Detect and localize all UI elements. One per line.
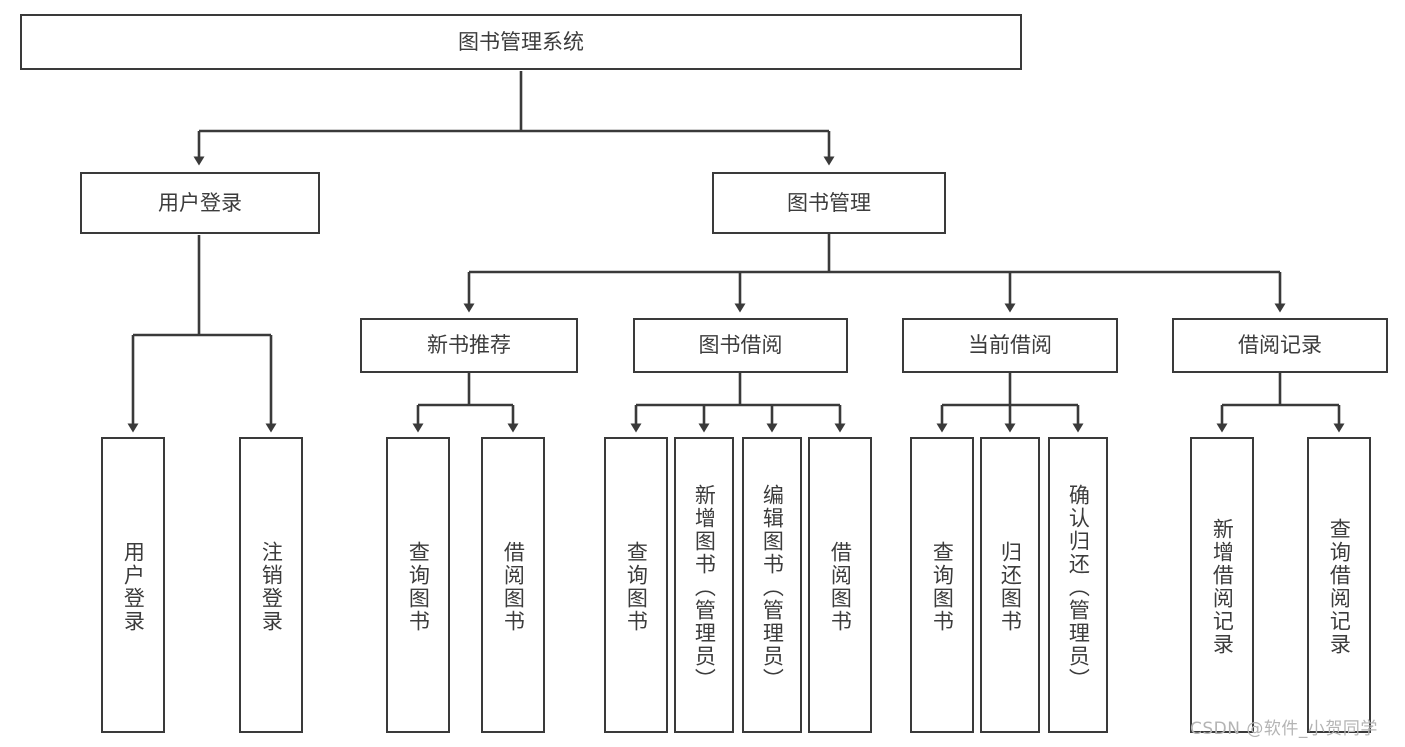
node-book-borrow[interactable]: 图书借阅 bbox=[633, 318, 848, 373]
node-leaf-borrow-book-2-label: 借阅图书 bbox=[828, 541, 853, 633]
node-leaf-confirm-return-label: 确认归还（管理员） bbox=[1066, 483, 1091, 691]
node-book-borrow-label: 图书借阅 bbox=[698, 333, 783, 358]
node-leaf-logout[interactable]: 注销登录 bbox=[239, 437, 303, 733]
node-leaf-query-book-2-label: 查询图书 bbox=[624, 541, 649, 633]
node-new-book-recommend[interactable]: 新书推荐 bbox=[360, 318, 578, 373]
node-leaf-confirm-return[interactable]: 确认归还（管理员） bbox=[1048, 437, 1108, 733]
node-leaf-add-book-label: 新增图书（管理员） bbox=[692, 483, 717, 691]
node-leaf-return-book-label: 归还图书 bbox=[998, 541, 1023, 633]
node-leaf-borrow-book-2[interactable]: 借阅图书 bbox=[808, 437, 872, 733]
node-leaf-edit-book[interactable]: 编辑图书（管理员） bbox=[742, 437, 802, 733]
node-leaf-add-record-label: 新增借阅记录 bbox=[1210, 518, 1235, 656]
node-leaf-logout-label: 注销登录 bbox=[259, 541, 284, 633]
node-leaf-user-login-label: 用户登录 bbox=[121, 541, 146, 633]
node-root[interactable]: 图书管理系统 bbox=[20, 14, 1022, 70]
node-leaf-query-book-2[interactable]: 查询图书 bbox=[604, 437, 668, 733]
node-leaf-return-book[interactable]: 归还图书 bbox=[980, 437, 1040, 733]
node-root-label: 图书管理系统 bbox=[458, 29, 584, 54]
node-borrow-record-label: 借阅记录 bbox=[1238, 333, 1322, 358]
node-book-manage[interactable]: 图书管理 bbox=[712, 172, 946, 234]
node-current-borrow[interactable]: 当前借阅 bbox=[902, 318, 1118, 373]
node-current-borrow-label: 当前借阅 bbox=[968, 333, 1052, 358]
node-leaf-query-book-1-label: 查询图书 bbox=[406, 541, 431, 633]
csdn-watermark: CSDN @软件_小贺同学 bbox=[1190, 719, 1378, 739]
node-leaf-user-login[interactable]: 用户登录 bbox=[101, 437, 165, 733]
node-leaf-query-book-3-label: 查询图书 bbox=[930, 541, 955, 633]
node-book-manage-label: 图书管理 bbox=[787, 190, 871, 215]
node-leaf-borrow-book-1[interactable]: 借阅图书 bbox=[481, 437, 545, 733]
node-leaf-query-record-label: 查询借阅记录 bbox=[1327, 518, 1352, 656]
node-leaf-query-record[interactable]: 查询借阅记录 bbox=[1307, 437, 1371, 733]
node-leaf-edit-book-label: 编辑图书（管理员） bbox=[760, 483, 785, 691]
node-borrow-record[interactable]: 借阅记录 bbox=[1172, 318, 1388, 373]
node-leaf-query-book-3[interactable]: 查询图书 bbox=[910, 437, 974, 733]
node-new-book-recommend-label: 新书推荐 bbox=[427, 333, 511, 358]
node-leaf-add-book[interactable]: 新增图书（管理员） bbox=[674, 437, 734, 733]
node-user-login[interactable]: 用户登录 bbox=[80, 172, 320, 234]
node-leaf-add-record[interactable]: 新增借阅记录 bbox=[1190, 437, 1254, 733]
node-user-login-label: 用户登录 bbox=[158, 190, 242, 215]
node-leaf-borrow-book-1-label: 借阅图书 bbox=[501, 541, 526, 633]
node-leaf-query-book-1[interactable]: 查询图书 bbox=[386, 437, 450, 733]
